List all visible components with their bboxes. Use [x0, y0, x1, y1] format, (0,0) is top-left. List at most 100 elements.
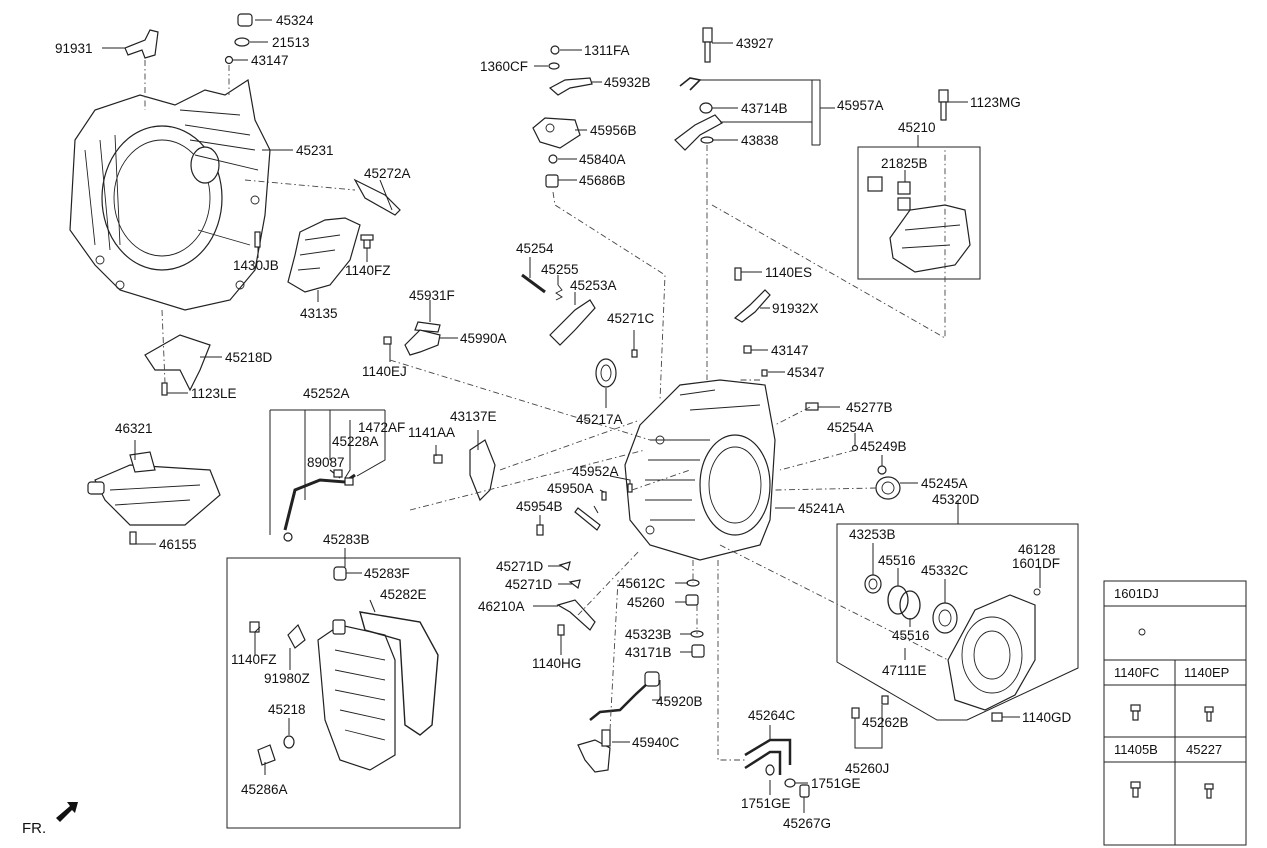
- label-1141AA: 1141AA: [408, 425, 455, 440]
- screw-45954B: [536, 524, 544, 536]
- shield-43137E: [469, 439, 496, 502]
- bolt-1140GD: [991, 712, 1003, 722]
- pipe-45252A: [283, 469, 356, 542]
- label-45990A: 45990A: [460, 331, 507, 346]
- oring-1751GE-b: [784, 778, 796, 788]
- washer-21513: [234, 37, 250, 47]
- pipe-45264C: [744, 738, 792, 775]
- label-45283F: 45283F: [364, 566, 410, 581]
- label-45920B: 45920B: [656, 694, 703, 709]
- label-45940C: 45940C: [632, 735, 680, 750]
- label-1601DF: 1601DF: [1012, 556, 1060, 571]
- bolt-1141AA: [433, 454, 443, 464]
- legend-1601DJ-part: [1138, 628, 1146, 636]
- label-45324: 45324: [276, 13, 314, 28]
- seal-45217A: [595, 358, 617, 388]
- switch-45956B: [532, 117, 581, 149]
- label-1751GE-a: 1751GE: [811, 776, 861, 791]
- label-45271D-a: 45271D: [496, 559, 544, 574]
- label-46128: 46128: [1018, 542, 1056, 557]
- label-45241A: 45241A: [798, 501, 845, 516]
- bolt-45952A: [627, 483, 633, 493]
- plug-45283F: [333, 566, 347, 581]
- label-89087: 89087: [307, 455, 345, 470]
- legend-1140EP-part: [1204, 706, 1214, 722]
- label-45332C: 45332C: [921, 563, 969, 578]
- collar-45686B: [545, 174, 559, 188]
- label-45323B: 45323B: [625, 627, 672, 642]
- label-45218: 45218: [268, 702, 306, 717]
- legend-11405B: 11405B: [1114, 742, 1158, 757]
- label-45210: 45210: [898, 120, 936, 135]
- hook-45957A: [679, 77, 702, 91]
- spring-45255: [555, 284, 563, 301]
- valve-body-box-45210: [857, 146, 981, 280]
- label-45264C: 45264C: [748, 708, 796, 723]
- label-1140ES: 1140ES: [765, 265, 812, 280]
- seal-45332C: [932, 602, 958, 634]
- nut-43714B: [699, 102, 713, 114]
- bolt-43147-right: [743, 345, 752, 354]
- label-45954B: 45954B: [516, 499, 563, 514]
- group-box-45320D: [836, 523, 1079, 721]
- pin-1430JB: [254, 231, 261, 248]
- label-43147: 43147: [251, 53, 289, 68]
- label-45267G: 45267G: [783, 816, 831, 831]
- label-45254A: 45254A: [827, 420, 874, 435]
- gasket-45282E: [359, 611, 439, 736]
- oring-1751GE-a: [765, 764, 775, 776]
- label-1360CF: 1360CF: [480, 59, 528, 74]
- label-45612C: 45612C: [618, 576, 666, 591]
- label-1140FZ-pan: 1140FZ: [231, 652, 277, 667]
- front-arrow-icon: [56, 802, 78, 822]
- label-46321: 46321: [115, 421, 153, 436]
- label-1140FZ: 1140FZ: [345, 263, 391, 278]
- label-45282E: 45282E: [380, 587, 427, 602]
- bolt-46155: [129, 531, 137, 545]
- bolt-1123LE: [161, 382, 168, 396]
- label-1311FA: 1311FA: [584, 43, 630, 58]
- label-45255: 45255: [541, 262, 579, 277]
- pin-45950A: [601, 491, 607, 501]
- label-1472AF: 1472AF: [358, 420, 405, 435]
- label-1140HG: 1140HG: [532, 656, 581, 671]
- label-21825B: 21825B: [881, 156, 928, 171]
- label-45347: 45347: [787, 365, 825, 380]
- label-47111E: 47111E: [882, 663, 927, 678]
- label-45272A: 45272A: [364, 166, 411, 181]
- oil-filter-46321: [87, 451, 221, 526]
- label-45516-a: 45516: [878, 553, 916, 568]
- label-45252A: 45252A: [303, 386, 350, 401]
- oil-pan-box: [226, 557, 461, 829]
- label-45957A: 45957A: [837, 98, 884, 113]
- label-1430JB: 1430JB: [233, 258, 279, 273]
- label-43135: 43135: [300, 306, 338, 321]
- label-45277B: 45277B: [846, 400, 893, 415]
- bracket-45957A: [674, 114, 723, 151]
- label-45217A: 45217A: [576, 412, 623, 427]
- plug-45347: [761, 369, 768, 377]
- valve-body-45210: [867, 176, 971, 273]
- sensor-45920B: [589, 671, 660, 721]
- label-43838: 43838: [741, 133, 779, 148]
- label-91932X: 91932X: [772, 301, 819, 316]
- oring-45516-b: [899, 590, 921, 620]
- label-45254: 45254: [516, 241, 554, 256]
- bolt-43147-left: [224, 55, 234, 65]
- label-1751GE-b: 1751GE: [741, 796, 791, 811]
- label-1123MG: 1123MG: [970, 95, 1021, 110]
- label-45260J: 45260J: [845, 761, 889, 776]
- label-45840A: 45840A: [579, 152, 626, 167]
- cover-43135: [287, 217, 361, 293]
- lever-46210A: [556, 599, 596, 631]
- lever-45253A: [549, 299, 596, 346]
- label-45686B: 45686B: [579, 173, 626, 188]
- plug-45271C: [631, 349, 638, 358]
- label-43253B: 43253B: [849, 527, 896, 542]
- washer-1360CF: [548, 62, 560, 70]
- bracket-91932X: [733, 289, 771, 323]
- label-45283B: 45283B: [323, 532, 370, 547]
- label-45516-b: 45516: [892, 628, 930, 643]
- label-45950A: 45950A: [547, 481, 594, 496]
- sensor-45940C: [577, 729, 611, 773]
